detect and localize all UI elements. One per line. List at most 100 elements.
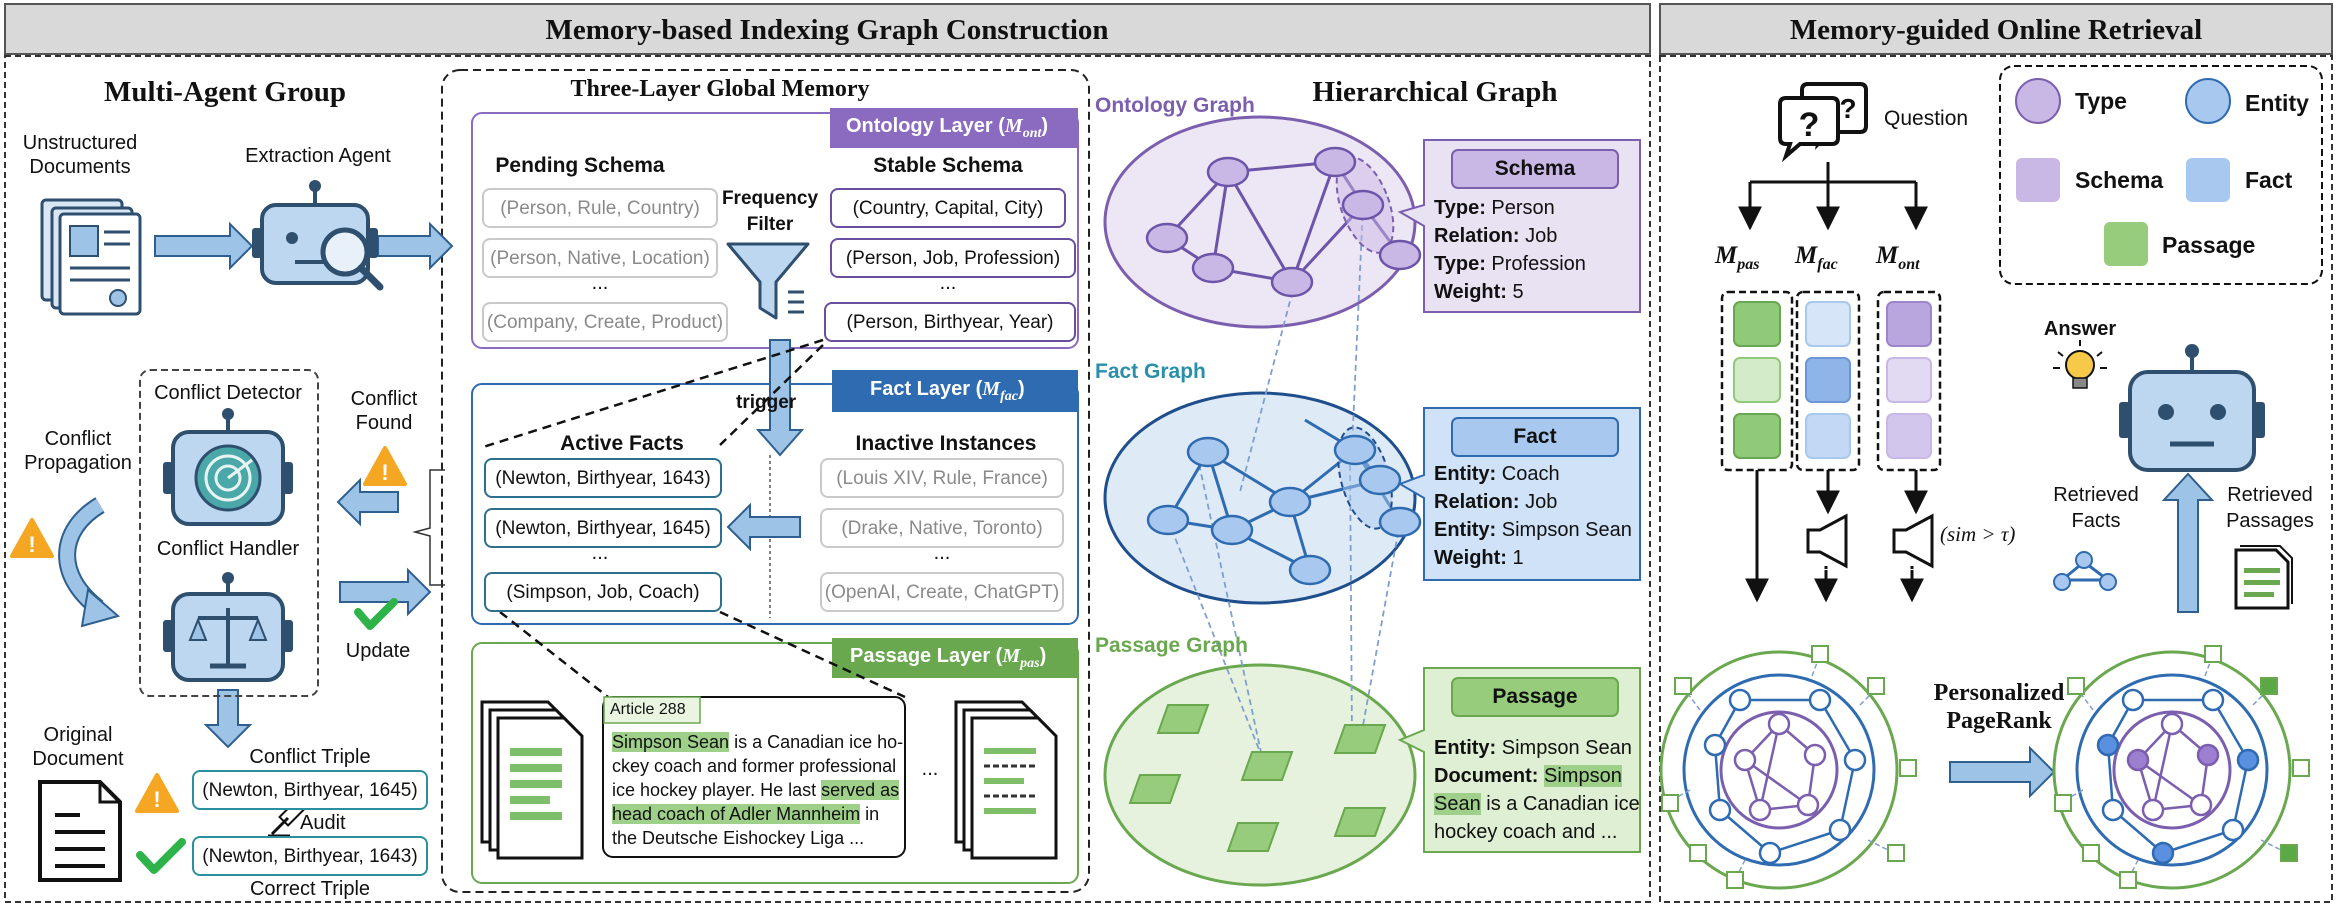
- conflict-found-label-2: Found: [355, 412, 413, 434]
- inactive-instance-item: (OpenAI, Create, ChatGPT): [820, 572, 1064, 612]
- question-tree: [1738, 162, 1928, 603]
- fact-bracket: [412, 469, 445, 586]
- hier-graph-title: Hierarchical Graph: [1312, 76, 1558, 108]
- update-label: Update: [345, 640, 411, 662]
- fact-layer-tab: [832, 370, 1078, 412]
- retrieval-frame: [1659, 55, 2333, 903]
- memory-title: Three-Layer Global Memory: [570, 76, 870, 102]
- filter-label-2: Filter: [746, 214, 794, 235]
- active-ellipsis: ...: [591, 542, 609, 564]
- unstructured-label-1: Unstructured: [22, 132, 138, 154]
- pagerank-label-1: Personalized: [1933, 680, 2065, 706]
- original-label-1: Original: [43, 724, 113, 746]
- m-pas-cells: [1733, 301, 1781, 459]
- memory-frame: [441, 69, 1090, 893]
- extraction-robot-icon: [252, 180, 384, 291]
- arrow-docs-to-agent: [154, 221, 254, 271]
- ontology-graph-nodes: [1145, 146, 1422, 298]
- legend-type-label: Type: [2075, 88, 2127, 114]
- legend-entity-label: Entity: [2245, 90, 2309, 116]
- question-icon: ? ?: [1778, 82, 1868, 163]
- article-label-bg: [603, 696, 701, 724]
- funnel-icon: [726, 242, 810, 320]
- graph-after-pagerank: [2052, 645, 2310, 890]
- retrieved-facts-label-2: Facts: [2071, 510, 2121, 532]
- schema-row: Type: Profession: [1434, 253, 1586, 275]
- legend-schema-swatch: [2016, 158, 2060, 202]
- article-label: Article 288: [610, 701, 686, 718]
- article-line-5: the Deutsche Eishockey Liga ...: [612, 828, 865, 848]
- zoom-line-4: [719, 610, 906, 699]
- handler-robot-icon: [163, 572, 293, 682]
- propagation-arrow: [60, 498, 104, 614]
- retrieved-facts-label-1: Retrieved: [2053, 484, 2139, 506]
- passage-document-row-2: Sean is a Canadian ice: [1434, 793, 1640, 815]
- retrieved-passages-icon: [2234, 545, 2293, 610]
- passage-ellipsis: ...: [921, 758, 939, 780]
- article-line-2: ckey coach and former professional: [612, 756, 897, 776]
- original-document-icon: [38, 780, 122, 882]
- trigger-label: trigger: [736, 392, 797, 413]
- m-fac-label: Mfac: [1795, 242, 1838, 273]
- m-ont-label: Mont: [1876, 242, 1920, 273]
- retrieved-facts-icon: [2053, 551, 2117, 591]
- flow-arrows: [154, 221, 2215, 799]
- warning-icon-triple: !: [135, 773, 179, 813]
- ontology-graph-label: Ontology Graph: [1095, 94, 1255, 117]
- schema-title-box: [1451, 149, 1619, 189]
- inactive-instances-title: Inactive Instances: [855, 432, 1037, 455]
- audit-label: Audit: [300, 812, 346, 834]
- fact-graph-nodes: [1146, 434, 1422, 586]
- m-ont-cells: [1886, 301, 1932, 459]
- question-label: Question: [1884, 107, 1969, 130]
- sim-threshold-label: (sim > τ): [1940, 522, 2016, 546]
- answer-robot-icon: [2119, 344, 2265, 472]
- documents-icon: [40, 198, 142, 316]
- passage-graph-nodes: [1128, 704, 1387, 852]
- extraction-agent-label: Extraction Agent: [245, 145, 391, 167]
- svg-text:!: !: [381, 460, 388, 485]
- legend-fact-label: Fact: [2245, 167, 2293, 193]
- active-fact-item: (Newton, Birthyear, 1645): [484, 508, 722, 548]
- active-facts-title: Active Facts: [560, 432, 684, 455]
- passage-docs-left-icon: [480, 700, 584, 860]
- propagation-arrow-head: [80, 588, 121, 628]
- article-line-1: Simpson Sean is a Canadian ice ho-: [612, 732, 904, 752]
- fact-row: Weight: 1: [1434, 547, 1524, 569]
- pending-schema-item: (Company, Create, Product): [482, 302, 728, 342]
- zoom-line-3: [499, 611, 609, 698]
- retrieved-passages-label-2: Passages: [2226, 510, 2314, 532]
- schema-row: Weight: 5: [1434, 281, 1524, 303]
- passage-document-row: Document: Simpson: [1434, 765, 1622, 787]
- inactive-instance-item: (Louis XIV, Rule, France): [820, 458, 1064, 498]
- legend-type-swatch: [2015, 78, 2061, 124]
- conflict-triple: (Newton, Birthyear, 1645): [192, 770, 428, 810]
- retrieval-header-bar: [1659, 3, 2333, 55]
- inactive-ellipsis: ...: [933, 542, 951, 564]
- m-pas-label: Mpas: [1715, 242, 1760, 273]
- conflict-detector-label: Conflict Detector: [154, 382, 302, 404]
- filter-label-1: Frequency: [721, 188, 819, 209]
- pending-schema-item: (Person, Rule, Country): [482, 188, 718, 228]
- stable-schema-item: (Country, Capital, City): [830, 188, 1066, 228]
- graph-before-pagerank: [1659, 645, 1917, 890]
- fact-box-title: Fact: [1513, 425, 1557, 448]
- unstructured-label-2: Documents: [29, 156, 131, 178]
- construction-frame: [4, 55, 1651, 903]
- legend-fact-swatch: [2186, 158, 2230, 202]
- fact-title-box: [1451, 417, 1619, 457]
- check-icon-correct: [136, 838, 186, 874]
- passage-title-box: [1451, 677, 1619, 717]
- check-icon-update: [354, 598, 398, 630]
- stable-schema-title: Stable Schema: [873, 154, 1023, 177]
- legend-entity-swatch: [2185, 78, 2231, 124]
- inactive-instance-item: (Drake, Native, Toronto): [820, 508, 1064, 548]
- passage-document-row-3: hockey coach and ...: [1434, 821, 1618, 843]
- warning-icon-found: !: [363, 446, 407, 486]
- arrow-conflict-found: [336, 477, 399, 527]
- pending-schema-title: Pending Schema: [495, 154, 665, 177]
- arrow-update: [339, 567, 432, 617]
- bulb-icon: [2053, 340, 2107, 389]
- fact-graph-label: Fact Graph: [1095, 360, 1206, 383]
